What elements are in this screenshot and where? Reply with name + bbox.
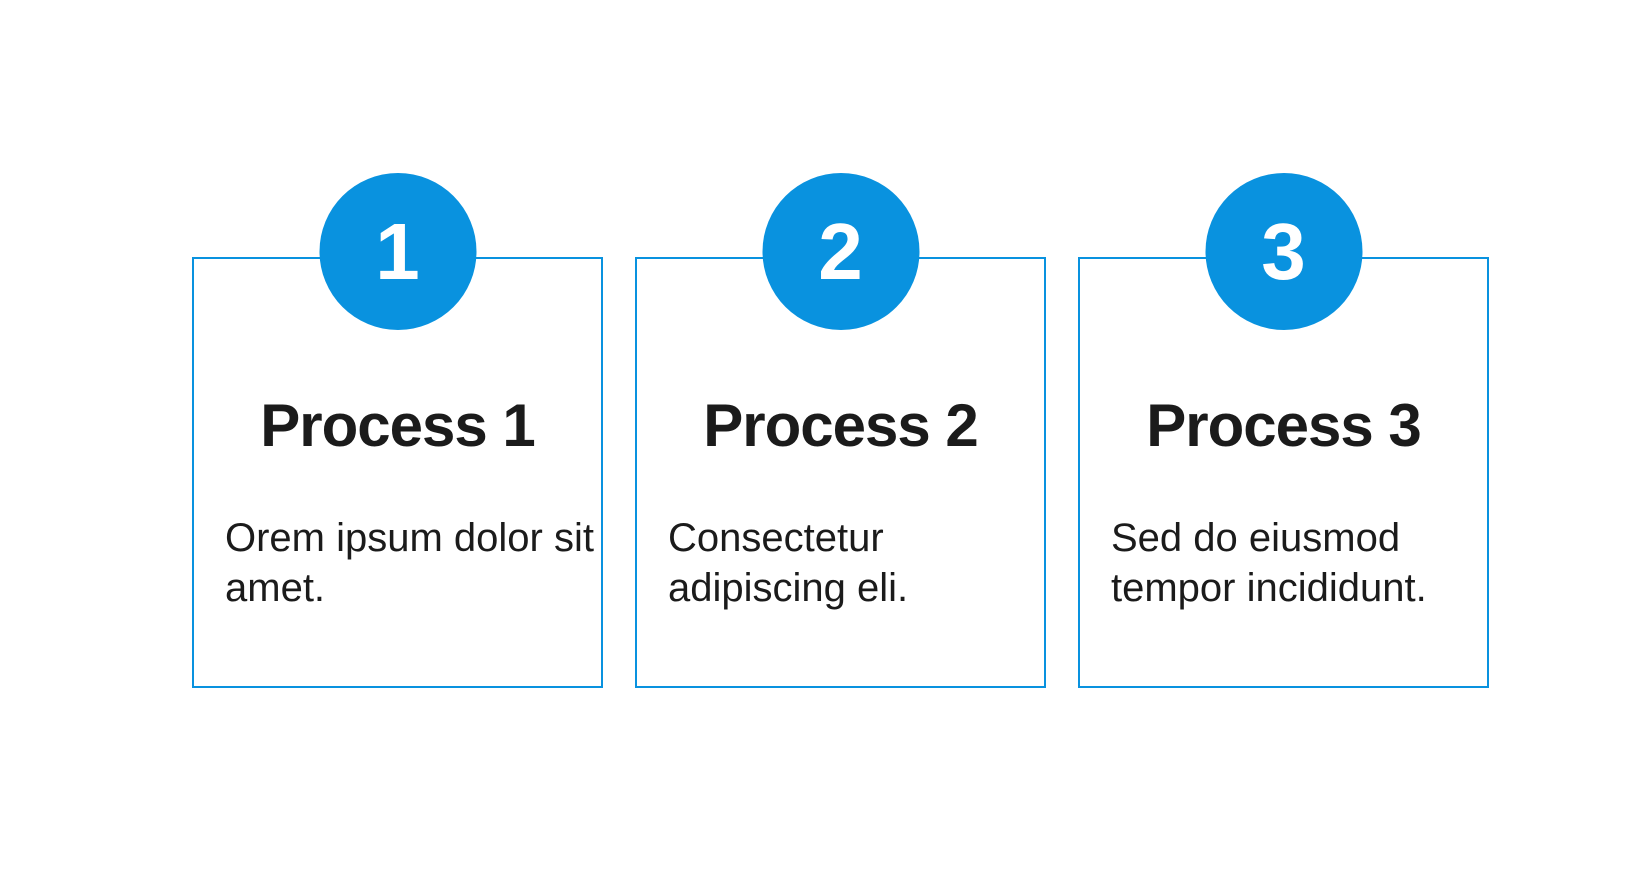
process-card-3: 3 Process 3 Sed do eiusmod tempor incidi…: [1078, 173, 1489, 688]
step-1-number-badge: 1: [319, 173, 476, 330]
step-2-description-line: Consectetur: [668, 516, 884, 560]
step-1-description-line: Orem ipsum dolor sit: [225, 516, 594, 560]
step-1-number: 1: [375, 206, 420, 296]
step-2-number-badge: 2: [762, 173, 919, 330]
step-3-number-badge: 3: [1205, 173, 1362, 330]
step-1-description: Orem ipsum dolor sit amet.: [225, 513, 594, 613]
step-2-title: Process 2: [703, 392, 979, 459]
step-3-description: Sed do eiusmod tempor incididunt.: [1111, 513, 1456, 613]
step-2-description-line: adipiscing eli.: [668, 566, 909, 610]
step-2-number: 2: [818, 206, 863, 296]
step-1-title: Process 1: [260, 392, 536, 459]
step-3-description-line: Sed do eiusmod: [1111, 516, 1401, 560]
step-3-title: Process 3: [1146, 392, 1422, 459]
step-2-description: Consectetur adipiscing eli.: [668, 513, 1013, 613]
process-card-2: 2 Process 2 Consectetur adipiscing eli.: [635, 173, 1046, 688]
step-1-description-line: amet.: [225, 566, 326, 610]
process-card-1: 1 Process 1 Orem ipsum dolor sit amet.: [192, 173, 603, 688]
process-steps-row: 1 Process 1 Orem ipsum dolor sit amet. 2…: [192, 173, 1489, 688]
step-3-number: 3: [1261, 206, 1306, 296]
step-3-description-line: tempor incididunt.: [1111, 566, 1427, 610]
